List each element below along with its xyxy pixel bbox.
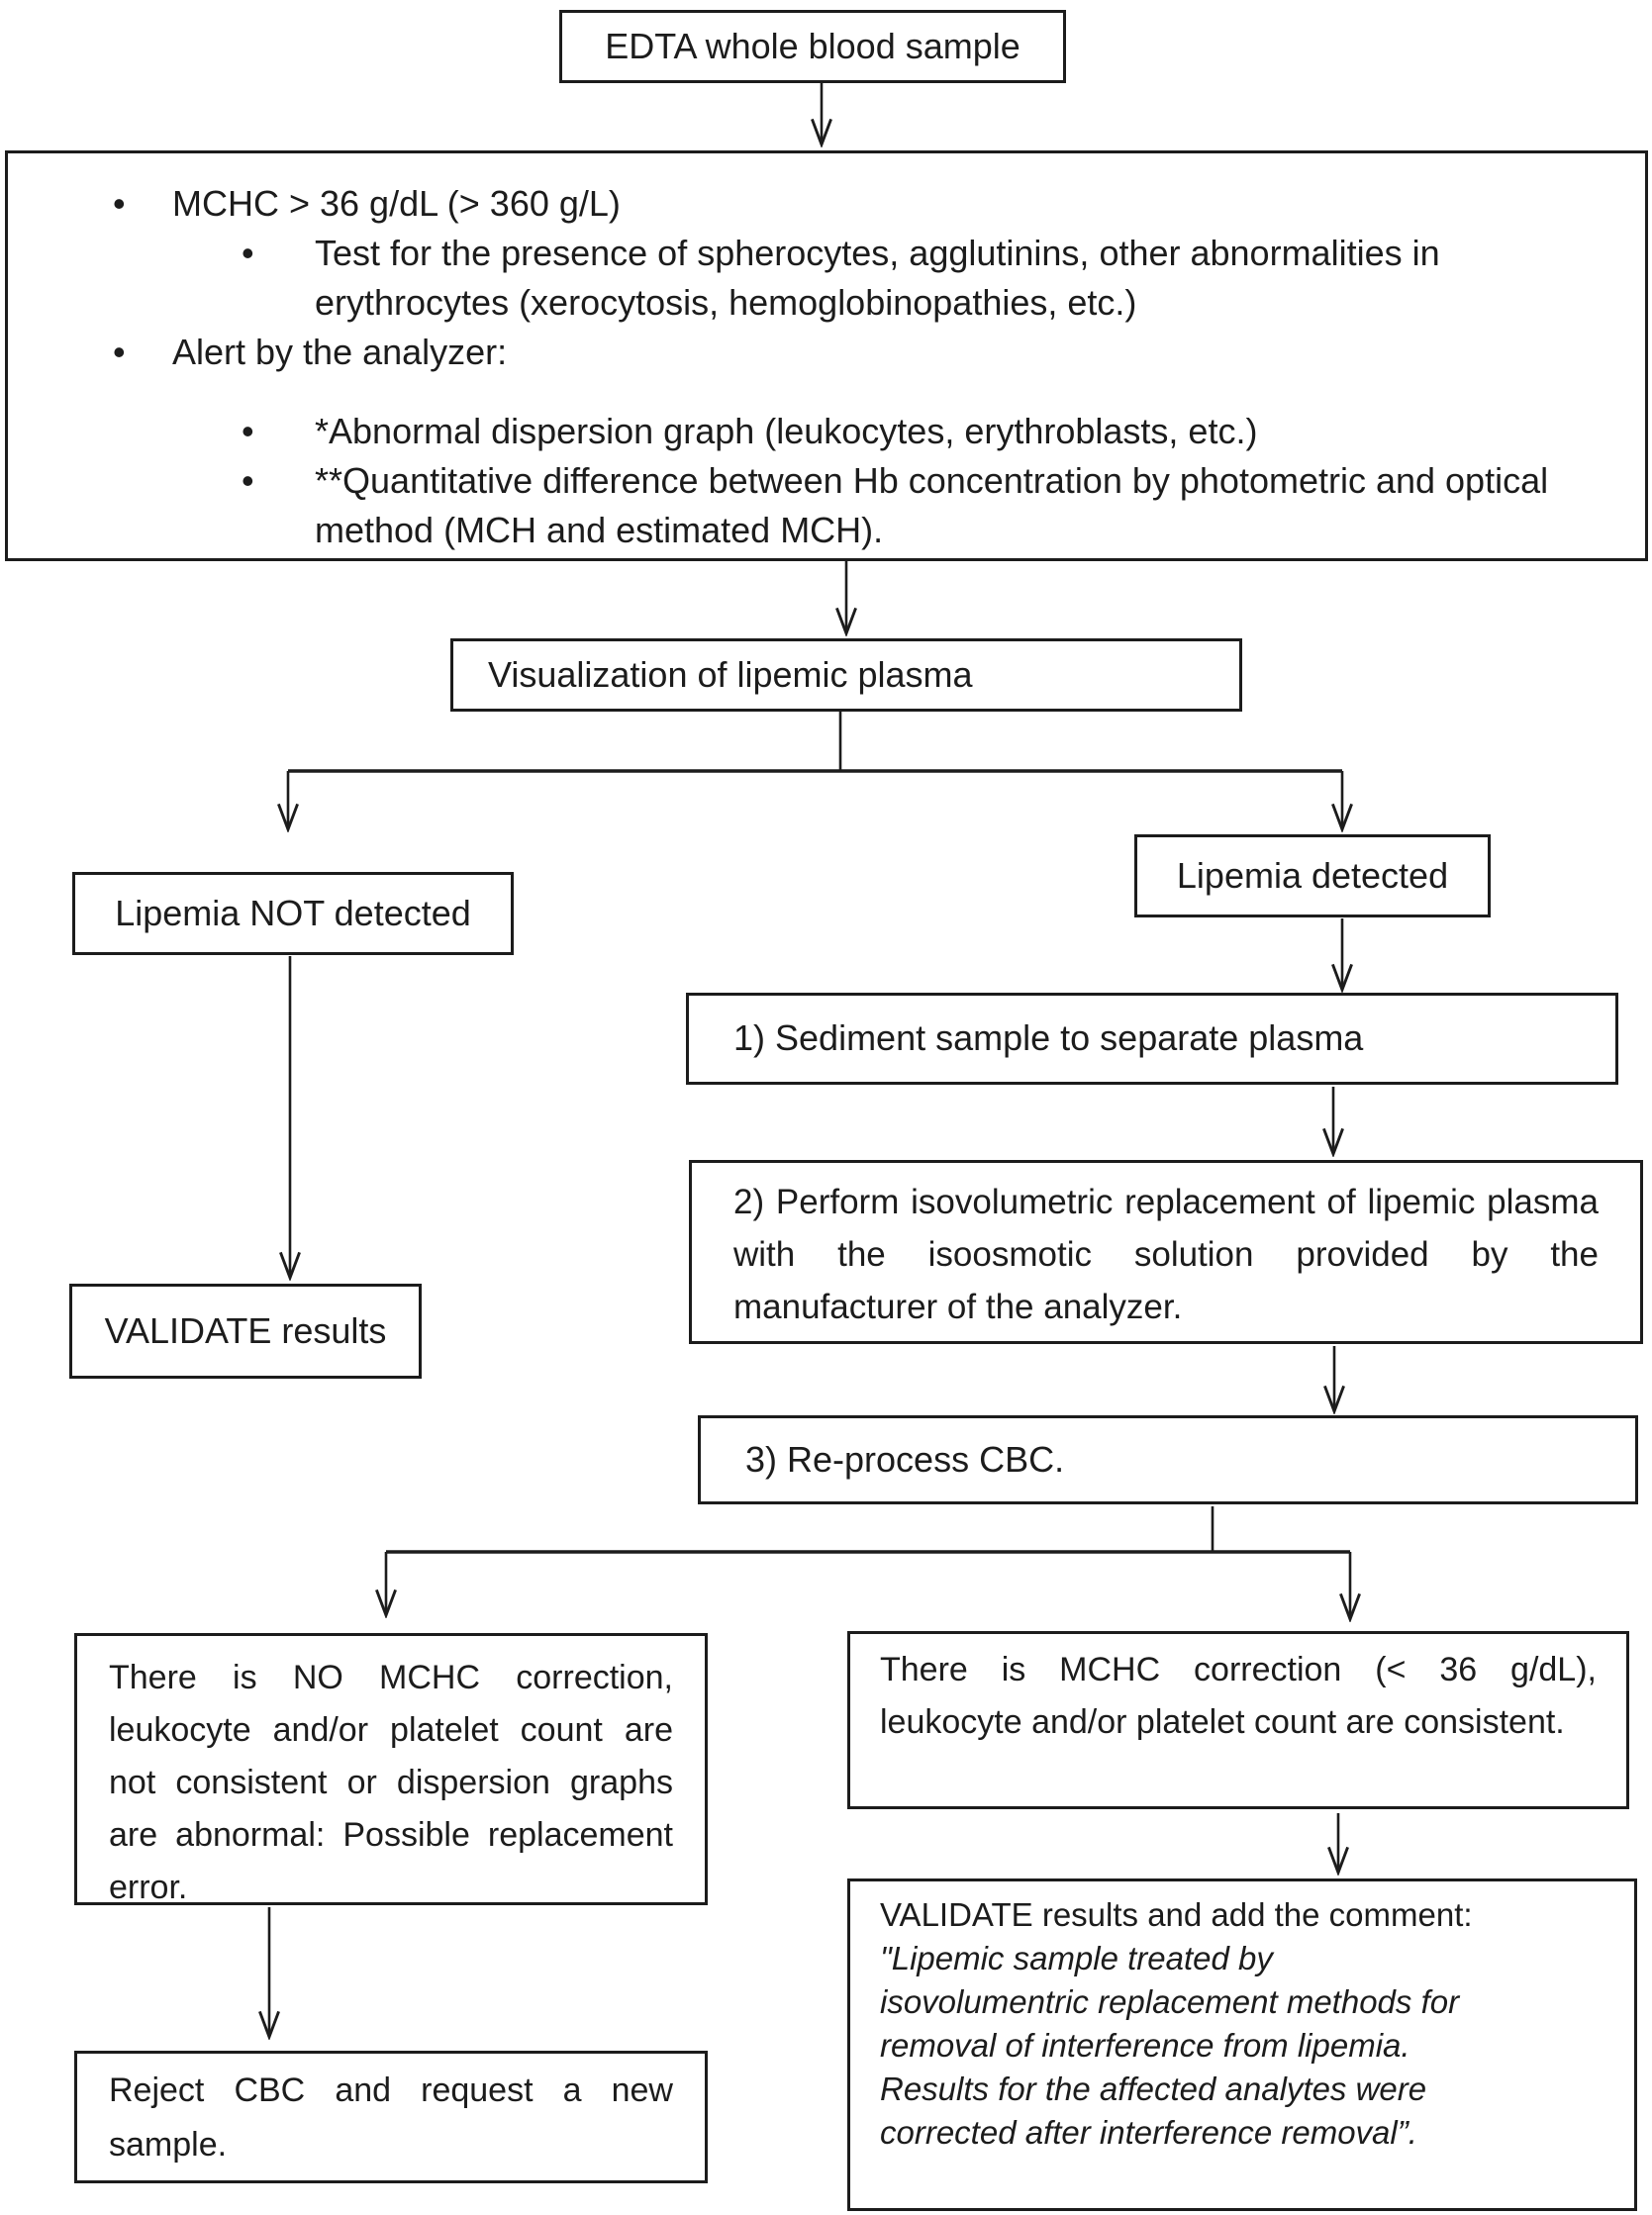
node-mchc-correction: There is MCHC correction (< 36 g/dL), le…: [847, 1631, 1629, 1809]
node-step-3-reprocess: 3) Re-process CBC.: [698, 1415, 1638, 1504]
criteria-bullet-2-sub-2: • **Quantitative difference between Hb c…: [8, 456, 1645, 555]
criteria-bullet-1-sub-text: Test for the presence of spherocytes, ag…: [315, 233, 1440, 323]
validate-comment-line: removal of interference from lipemia.: [880, 2027, 1410, 2064]
node-step-1-sediment: 1) Sediment sample to separate plasma: [686, 993, 1618, 1085]
validate-comment-line: corrected after interference removal”.: [880, 2114, 1417, 2151]
node-lipemia-not-detected: Lipemia NOT detected: [72, 872, 514, 955]
criteria-bullet-1-text: MCHC > 36 g/dL (> 360 g/L): [172, 183, 621, 224]
node-edta-sample: EDTA whole blood sample: [559, 10, 1066, 83]
node-lipemia-detected: Lipemia detected: [1134, 834, 1491, 917]
bullet-icon: •: [242, 460, 254, 501]
validate-comment-lead: VALIDATE results and add the comment:: [880, 1896, 1473, 1933]
node-validate-with-comment: VALIDATE results and add the comment: "L…: [847, 1878, 1637, 2211]
criteria-bullet-1-sub: • Test for the presence of spherocytes, …: [8, 229, 1645, 328]
node-criteria: • MCHC > 36 g/dL (> 360 g/L) • Test for …: [5, 150, 1648, 561]
criteria-bullet-2: • Alert by the analyzer:: [8, 328, 1645, 377]
criteria-bullet-2-text: Alert by the analyzer:: [172, 332, 508, 372]
node-reject-cbc: Reject CBC and request a new sample.: [74, 2051, 708, 2183]
criteria-bullet-2-sub-1: • *Abnormal dispersion graph (leukocytes…: [8, 407, 1645, 456]
bullet-icon: •: [242, 411, 254, 451]
criteria-bullet-2-sub-2-text: **Quantitative difference between Hb con…: [315, 460, 1549, 550]
bullet-icon: •: [113, 183, 126, 224]
criteria-bullet-2-sub-1-text: *Abnormal dispersion graph (leukocytes, …: [315, 411, 1258, 451]
validate-comment-line: "Lipemic sample treated by: [880, 1940, 1273, 1976]
bullet-icon: •: [113, 332, 126, 372]
bullet-icon: •: [242, 233, 254, 273]
criteria-bullet-1: • MCHC > 36 g/dL (> 360 g/L): [8, 179, 1645, 229]
node-no-mchc-correction: There is NO MCHC correction, leukocyte a…: [74, 1633, 708, 1906]
node-step-2-replacement: 2) Perform isovolumetric replacement of …: [689, 1160, 1643, 1344]
validate-comment-line: isovolumentric replacement methods for: [880, 1983, 1460, 2020]
validate-comment-line: Results for the affected analytes were: [880, 2071, 1427, 2107]
node-validate-results: VALIDATE results: [69, 1284, 422, 1379]
node-visualization: Visualization of lipemic plasma: [450, 638, 1242, 712]
